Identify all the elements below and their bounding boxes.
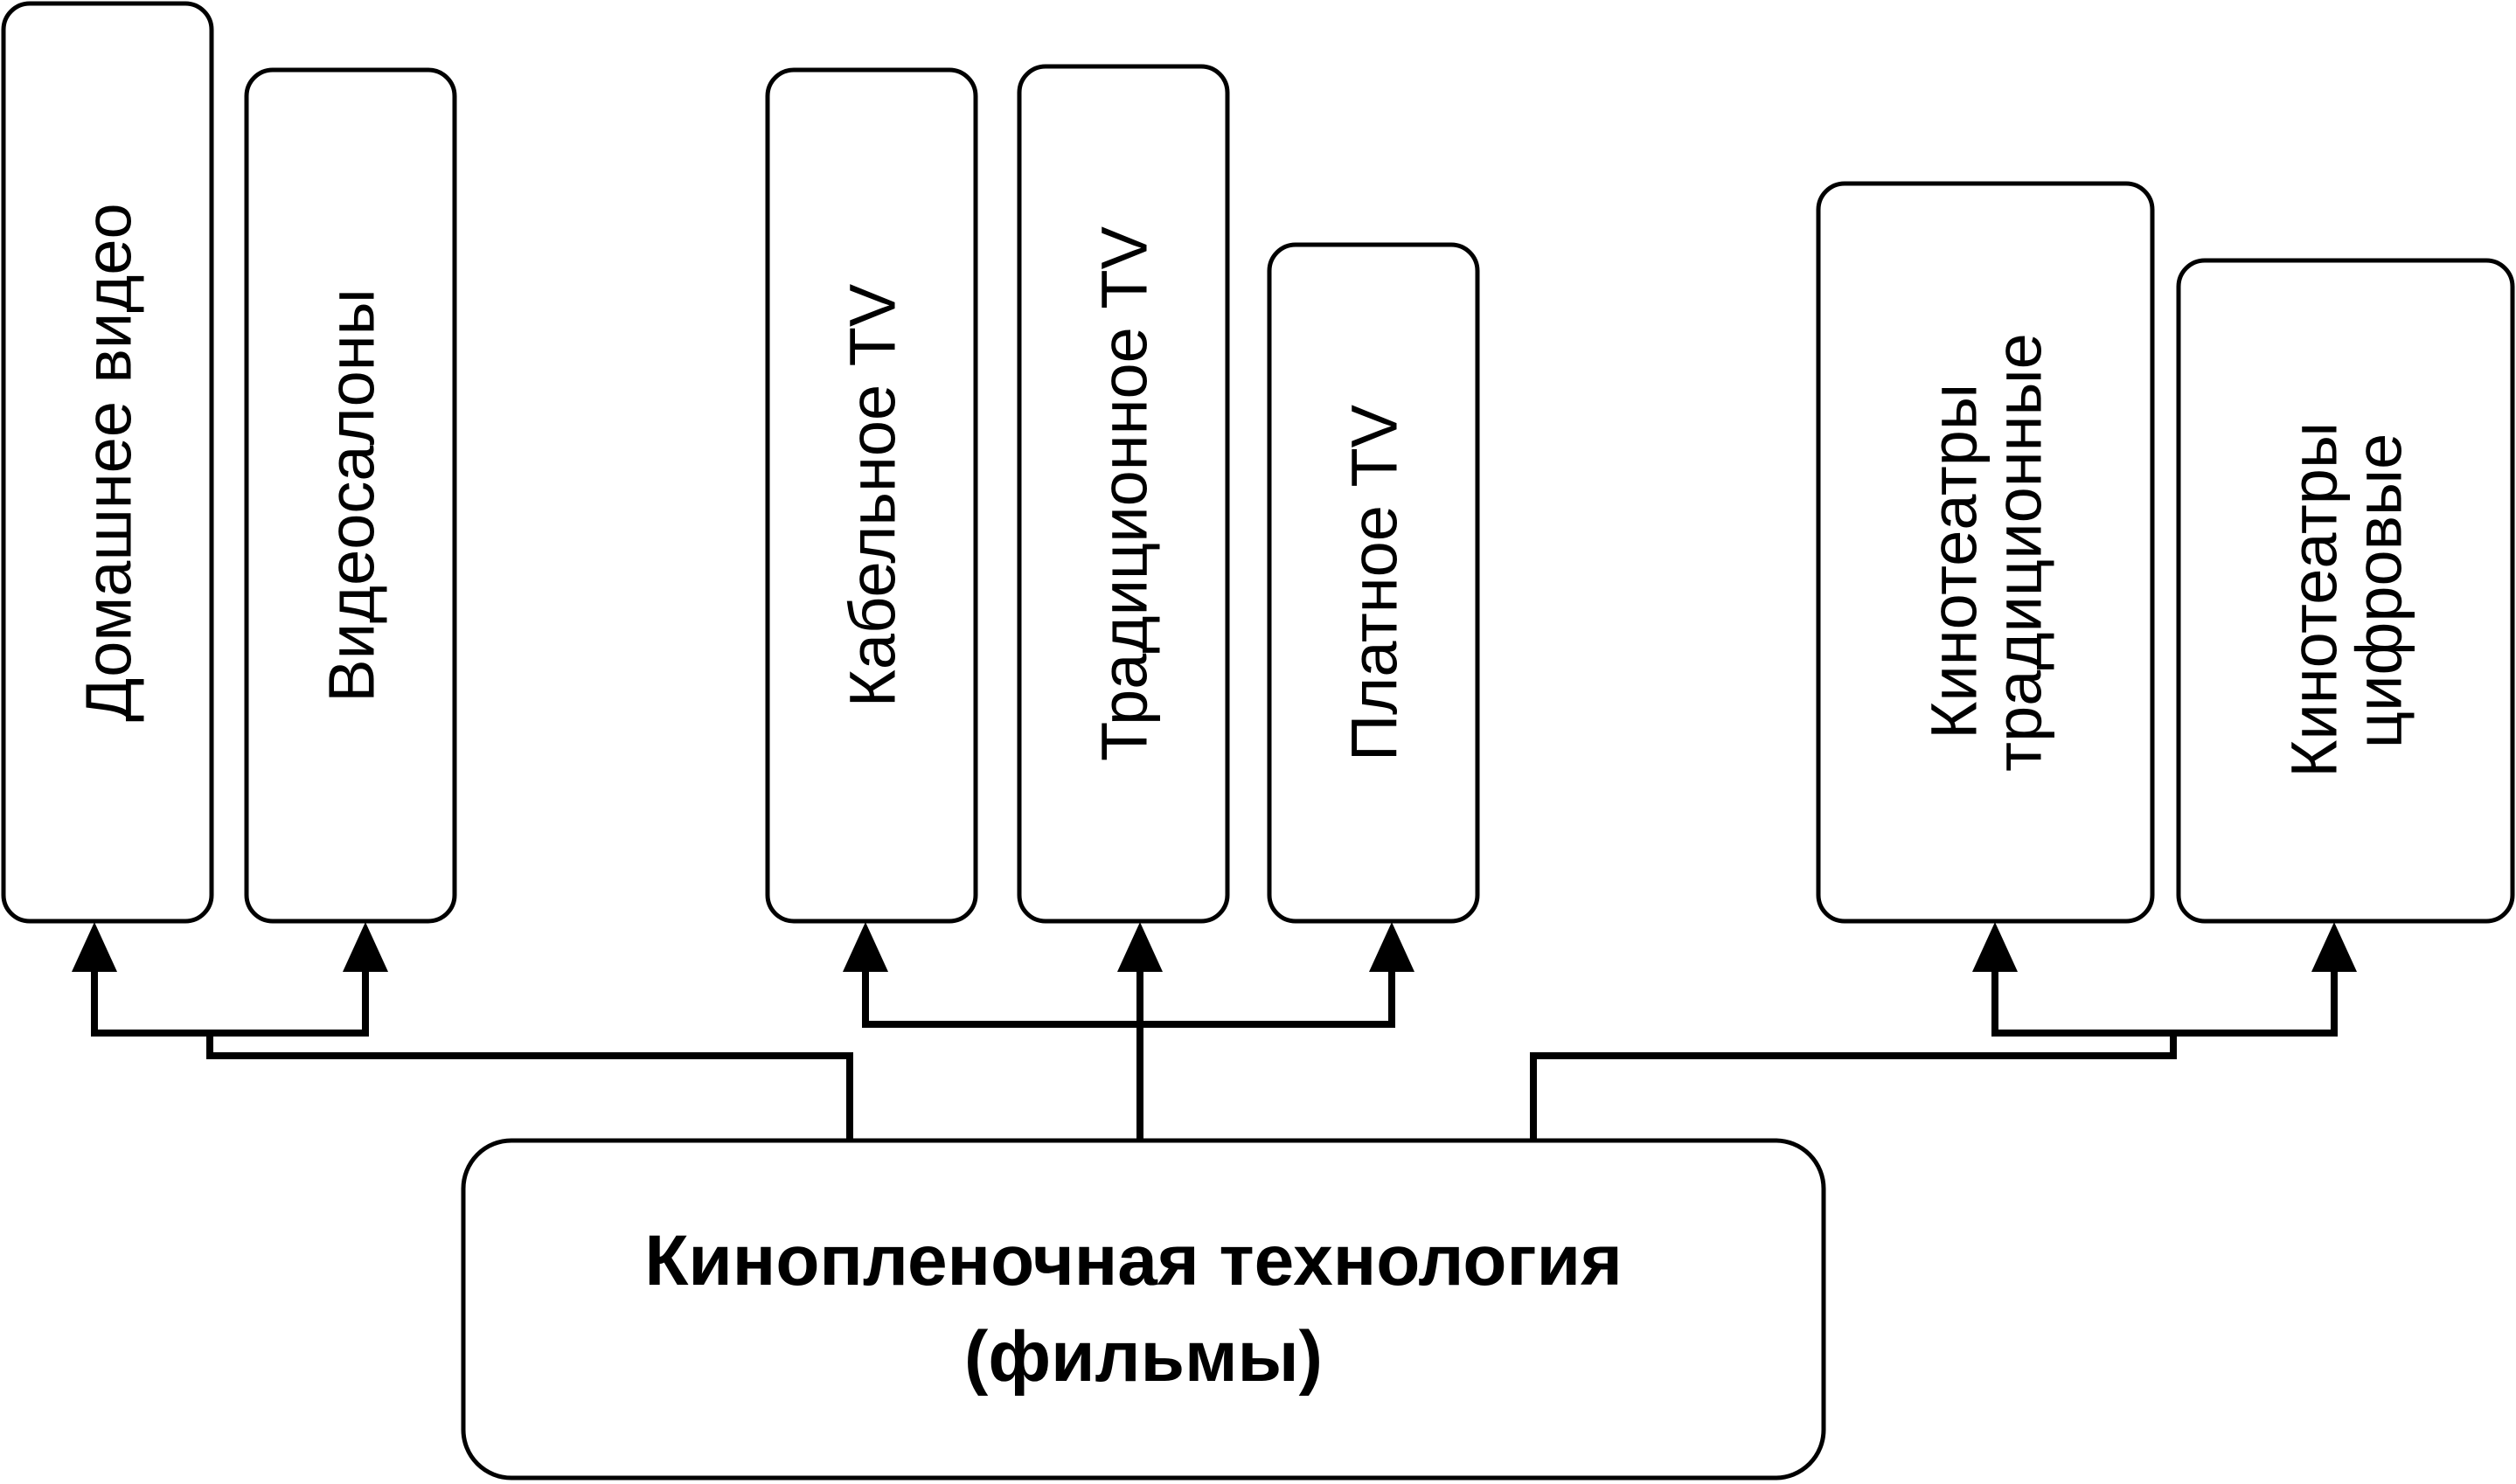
target-home-video: Домашнее видео [1,1,214,924]
arrow-up-icon [843,922,888,972]
arrow-heads [72,922,2357,972]
connectors [91,968,2338,1141]
target-label: Видеосалоны [316,288,388,703]
connector-right-trunk [1530,1033,2177,1141]
root-label: Кинопленочная технология (фильмы) [644,1221,1642,1397]
target-pay-tv: Платное TV [1267,242,1480,924]
arrow-up-icon [2311,922,2357,972]
target-video-salons: Видеосалоны [244,67,457,924]
arrow-up-icon [1117,922,1163,972]
arrow-up-icon [1369,922,1414,972]
arrow-up-icon [1972,922,2018,972]
target-cable-tv: Кабельное TV [765,67,978,924]
target-label: Кинотеатры традиционные [1918,333,2055,772]
target-label: Домашнее видео [73,203,145,721]
target-cinemas-digital: Кинотеатры цифровые [2176,258,2515,924]
arrow-up-icon [72,922,117,972]
target-label: Платное TV [1338,404,1411,761]
connector-left-branch [91,968,369,1037]
target-cinemas-traditional: Кинотеатры традиционные [1816,181,2155,924]
target-label: Традиционное TV [1088,225,1161,761]
connector-right-branch [1991,968,2338,1037]
target-traditional-tv: Традиционное TV [1017,64,1230,924]
target-label: Кабельное TV [837,283,909,707]
connector-left-trunk [206,1033,853,1141]
root-node: Кинопленочная технология (фильмы) [461,1138,1826,1481]
target-label: Кинотеатры цифровые [2278,404,2415,777]
arrow-up-icon [343,922,388,972]
connector-middle-branch [862,968,1395,1028]
